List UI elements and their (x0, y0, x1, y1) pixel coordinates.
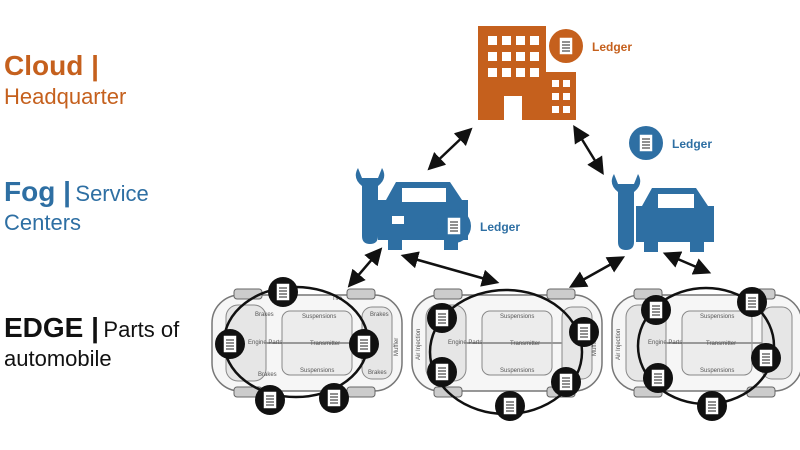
part-label-transmitter: Transmitter (310, 341, 340, 347)
ledger-node (319, 383, 349, 413)
part-label-air-injection: Air Injection (616, 329, 622, 360)
arrow-fog-left-edge-mid (400, 251, 500, 287)
ledger-node (215, 329, 245, 359)
office-building-icon (478, 26, 576, 120)
arrow-fog-right-edge-mid (568, 256, 626, 288)
ledger-node (751, 343, 781, 373)
fog-title: Fog | (4, 176, 71, 207)
cloud-title: Cloud | (4, 50, 99, 81)
part-label-brakes: Brakes (368, 370, 387, 376)
ledger-node (427, 303, 457, 333)
hq-ledger-label: Ledger (592, 40, 632, 54)
ledger-node (268, 277, 298, 307)
part-label-muffler: Muffler (592, 338, 598, 356)
cloud-subtitle: Headquarter (4, 84, 127, 109)
ledger-node (427, 357, 457, 387)
ledger-node (641, 295, 671, 325)
part-label-air-injection: Air Injection (416, 329, 422, 360)
ledger-node (697, 391, 727, 421)
part-label-engine-parts: Engine Parts (248, 340, 282, 346)
arrow-fog-right-edge-right (662, 251, 712, 275)
edge-title: EDGE | (4, 312, 99, 343)
part-label-tire: Tire (332, 296, 343, 302)
arrow-hq-fog-left (427, 127, 473, 171)
wrench-car-icon (611, 174, 714, 252)
arrow-fog-left-edge-left (347, 247, 383, 288)
fog-subtitle: Service Centers (4, 181, 149, 235)
fog-right-ledger-label: Ledger (672, 137, 712, 151)
part-label-suspensions: Suspensions (700, 368, 734, 374)
part-label-brakes: Brakes (258, 372, 277, 378)
ledger-node (349, 329, 379, 359)
part-label-brakes: Brakes (370, 312, 389, 318)
part-label-suspensions: Suspensions (300, 368, 334, 374)
part-label-muffler: Muffler (394, 338, 400, 356)
part-label-suspensions: Suspensions (500, 314, 534, 320)
fog-left-ledger-icon (437, 209, 471, 243)
ledger-node (495, 391, 525, 421)
tier-fog: Fog | Service Centers (4, 174, 194, 237)
part-label-suspensions: Suspensions (700, 314, 734, 320)
arrow-hq-fog-right (573, 125, 604, 175)
ledger-node (643, 363, 673, 393)
part-label-engine-parts: Engine Parts (648, 340, 682, 346)
ledger-node (255, 385, 285, 415)
edge-subtitle: Parts of automobile (4, 317, 180, 371)
part-label-engine-parts: Engine Parts (448, 340, 482, 346)
part-label-suspensions: Suspensions (500, 368, 534, 374)
hq-ledger-icon (549, 29, 583, 63)
part-label-suspensions: Suspensions (302, 314, 336, 320)
part-label-transmitter: Transmitter (510, 341, 540, 347)
tier-cloud: Cloud | Headquarter (4, 48, 126, 111)
fog-left-ledger-label: Ledger (480, 220, 520, 234)
ledger-node (551, 367, 581, 397)
part-label-brakes: Brakes (255, 312, 274, 318)
tier-edge: EDGE | Parts of automobile (4, 310, 209, 373)
part-label-transmitter: Transmitter (706, 341, 736, 347)
ledger-node (569, 317, 599, 347)
fog-right-ledger-icon (629, 126, 663, 160)
ledger-node (737, 287, 767, 317)
